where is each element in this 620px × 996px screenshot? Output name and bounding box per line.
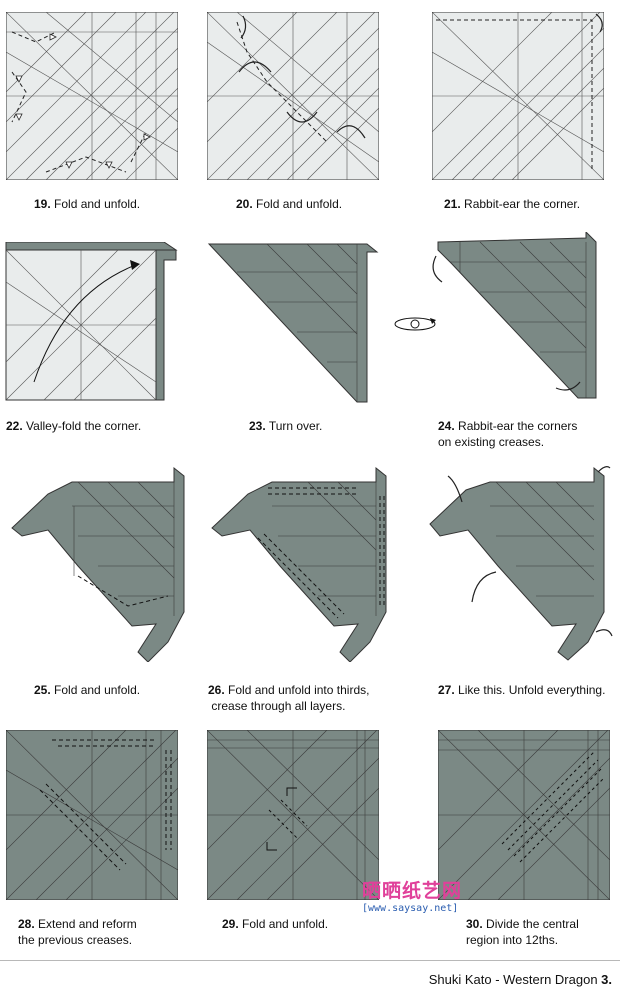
step-number: 22. [6,419,23,433]
figure-step-19 [6,12,178,180]
caption-step-20: 20. Fold and unfold. [236,196,342,212]
figure-step-22 [5,242,178,401]
step-number: 29. [222,917,239,931]
figure-step-29 [207,730,379,900]
step-number: 21. [444,197,461,211]
watermark-site-name: 晒晒纸艺网 [362,880,463,902]
step-number: 23. [249,419,266,433]
step-text-line2: region into 12ths. [466,933,559,947]
caption-step-22: 22. Valley-fold the corner. [6,418,141,434]
step-number: 24. [438,419,455,433]
step-text: Fold and unfold. [242,917,329,931]
caption-step-28: 28. Extend and reform the previous crease… [18,916,137,948]
step-number: 19. [34,197,51,211]
step-text: Fold and unfold. [54,197,141,211]
step-text: Fold and unfold. [256,197,343,211]
figure-step-24 [432,232,597,399]
step-text: Fold and unfold into thirds, [228,683,370,697]
caption-step-21: 21. Rabbit-ear the corner. [444,196,580,212]
figure-step-30 [438,730,610,900]
caption-step-19: 19. Fold and unfold. [34,196,140,212]
caption-step-25: 25. Fold and unfold. [34,682,140,698]
footer-credit: Shuki Kato - Western Dragon 3. [429,972,612,987]
step-text: Divide the central [486,917,579,931]
step-text-line2: the previous creases. [18,933,133,947]
caption-step-24: 24. Rabbit-ear the corners on existing cr… [438,418,577,450]
caption-step-29: 29. Fold and unfold. [222,916,328,932]
watermark-url: [www.saysay.net] [362,903,459,914]
step-number: 26. [208,683,225,697]
figure-step-26 [211,466,387,662]
turn-over-icon [394,317,436,331]
figure-step-25 [11,466,185,662]
step-number: 30. [466,917,483,931]
step-text: Rabbit-ear the corners [458,419,578,433]
footer-divider [0,960,620,961]
step-text: Rabbit-ear the corner. [464,197,581,211]
figure-step-27 [429,466,613,661]
caption-step-30: 30. Divide the central region into 12ths. [466,916,579,948]
page-number: 3. [601,972,612,987]
caption-step-26: 26. Fold and unfold into thirds, crease … [208,682,369,714]
step-number: 20. [236,197,253,211]
caption-step-23: 23. Turn over. [249,418,322,434]
footer-text: Shuki Kato - Western Dragon [428,972,602,987]
caption-step-27: 27. Like this. Unfold everything. [438,682,605,698]
step-text: Valley-fold the corner. [26,419,142,433]
step-text-line2: on existing creases. [438,435,545,449]
step-text: Turn over. [268,419,323,433]
watermark: 晒晒纸艺网 [www.saysay.net] [362,876,492,920]
step-number: 28. [18,917,35,931]
step-number: 25. [34,683,51,697]
figure-step-20 [207,12,379,180]
figure-step-21 [432,12,604,180]
step-text-line2: crease through all layers. [211,699,346,713]
figure-step-28 [6,730,178,900]
step-text: Fold and unfold. [54,683,141,697]
step-text: Extend and reform [38,917,137,931]
step-number: 27. [438,683,455,697]
step-text: Like this. Unfold everything. [458,683,606,697]
figure-step-23 [207,243,379,403]
